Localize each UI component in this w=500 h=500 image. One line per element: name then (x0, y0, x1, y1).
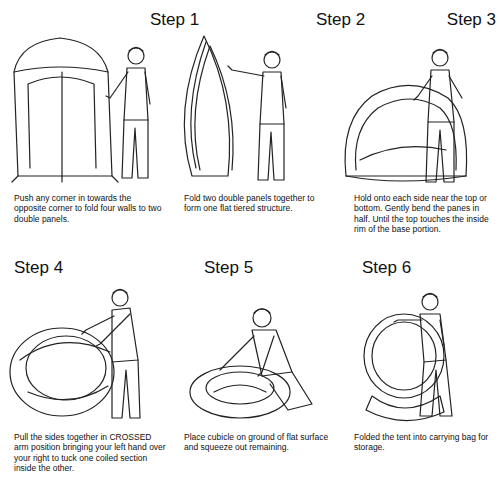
step-heading: Step 3 (447, 10, 496, 30)
step4-illustration (10, 290, 140, 419)
step-heading: Step 4 (14, 258, 63, 278)
step5-illustration (190, 309, 312, 418)
step-caption: Hold onto each side near the top or bott… (354, 193, 496, 234)
step-heading: Step 1 (150, 10, 199, 30)
step-heading: Step 2 (316, 10, 365, 30)
step-caption: Place cubicle on ground of flat surface … (184, 432, 329, 453)
step-heading: Step 6 (362, 258, 411, 278)
step3-illustration (345, 50, 467, 183)
step1-illustration (12, 38, 150, 182)
step-caption: Folded the tent into carrying bag for st… (354, 432, 494, 453)
step-caption: Fold two double panels together to form … (184, 193, 329, 214)
step2-illustration (184, 36, 286, 180)
step-caption: Push any corner in towards the opposite … (14, 193, 164, 224)
step-caption: Pull the sides together in CROSSED arm p… (14, 432, 166, 473)
step6-illustration (364, 294, 452, 421)
step-heading: Step 5 (204, 258, 253, 278)
